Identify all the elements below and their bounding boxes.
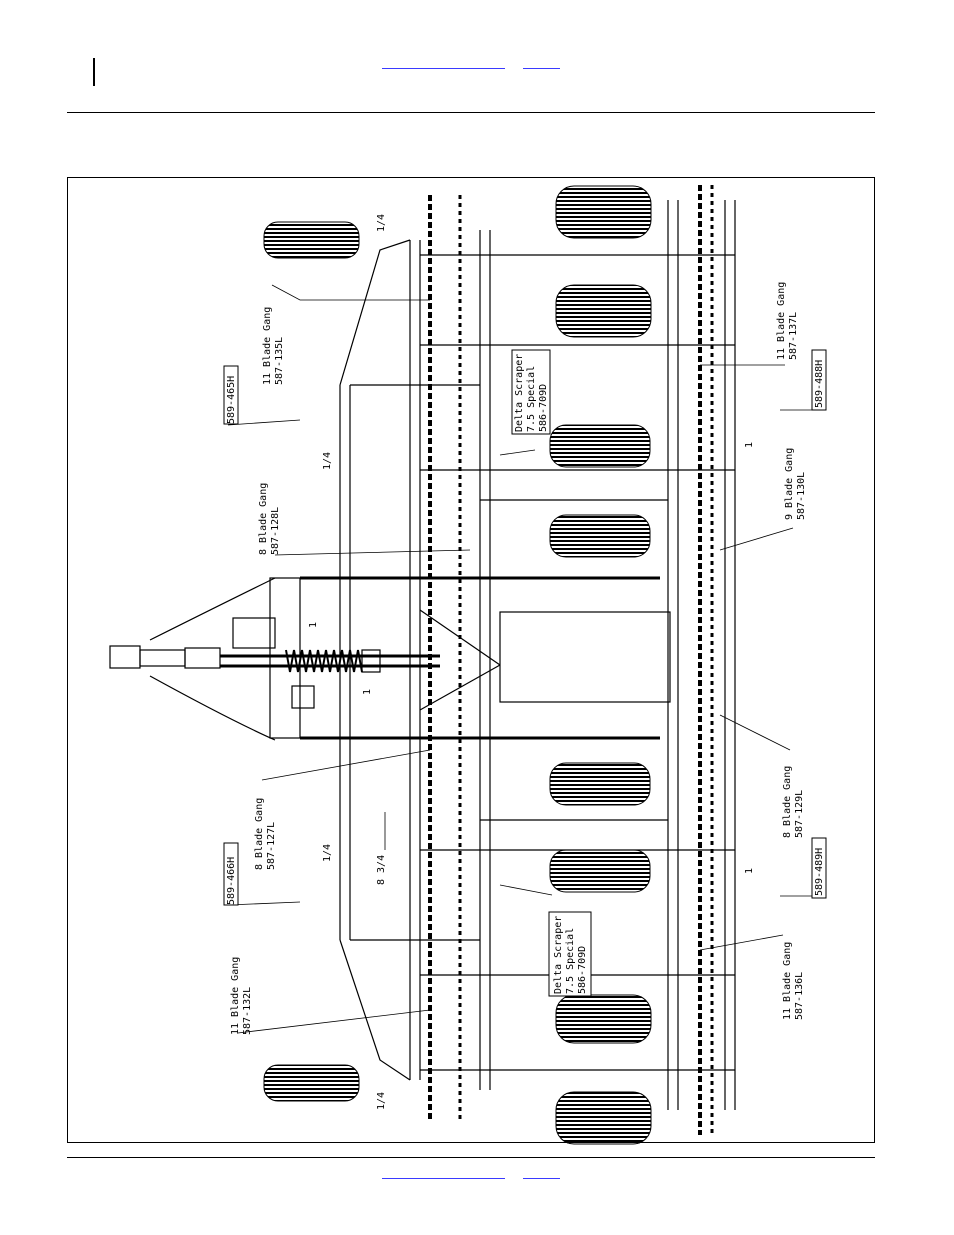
dim-one-hitch-top: 1 [308, 622, 319, 628]
footer-rule [67, 1157, 875, 1158]
gang-11-right-top-line2: 587-137L [788, 312, 799, 360]
dim-quarter-top-left: 1/4 [376, 214, 387, 232]
disc-gang-rows [428, 185, 714, 1135]
dim-quarter-mid-bottom: 1/4 [322, 844, 333, 862]
hitch-spring [285, 649, 381, 673]
rear-tire-8 [555, 1091, 652, 1145]
main-frame [300, 200, 736, 1110]
leader-lines [227, 284, 815, 1034]
scraper-top-line2: 7.5 Special [526, 366, 537, 432]
dim-quarter-mid-top: 1/4 [322, 452, 333, 470]
scraper-top-line1: Delta Scraper [514, 354, 525, 432]
gang-11-right-bottom-line1: 11 Blade Gang [782, 942, 793, 1020]
dim-one-hitch-bottom: 1 [362, 689, 373, 695]
gang-11-right-bottom-line2: 587-136L [794, 972, 805, 1020]
hitch-tongue [109, 577, 440, 741]
rear-tire-4 [549, 514, 651, 558]
gang-9-right-line1: 9 Blade Gang [784, 448, 795, 520]
header-rule [67, 112, 875, 113]
gauge-wheel-left-bottom [263, 1064, 360, 1102]
gauge-wheel-left-top [263, 221, 360, 259]
rear-tire-3 [549, 424, 651, 468]
gang-9-right-line2: 587-130L [796, 472, 807, 520]
dim-one-right-top: 1 [744, 442, 755, 448]
rear-tire-1 [555, 185, 652, 239]
rear-tire-2 [555, 284, 652, 338]
footer-nav-link-2[interactable] [523, 1168, 560, 1179]
scraper-bottom-line1: Delta Scraper [553, 916, 564, 994]
gang-11-left-bottom-line1: 11 Blade Gang [230, 957, 241, 1035]
header-margin-mark [93, 58, 95, 86]
scraper-top-line3: 586-709D [538, 384, 549, 432]
gang-11-left-top-line1: 11 Blade Gang [262, 307, 273, 385]
rear-tire-7 [555, 994, 652, 1044]
gang-8-left-bottom-line1: 8 Blade Gang [254, 798, 265, 870]
part-589-466h: 589-466H [226, 857, 237, 905]
scraper-bottom-line2: 7.5 Special [565, 928, 576, 994]
rear-tire-6 [549, 849, 651, 893]
gang-8-left-top-line2: 587-128L [270, 507, 281, 555]
gang-8-left-bottom-line2: 587-127L [266, 822, 277, 870]
dim-eight-three-quarter: 8 3/4 [376, 855, 387, 885]
dim-one-right-bottom: 1 [744, 868, 755, 874]
gang-11-right-top-line1: 11 Blade Gang [776, 282, 787, 360]
gang-8-right-line1: 8 Blade Gang [782, 766, 793, 838]
gang-11-left-bottom-line2: 587-132L [242, 987, 253, 1035]
rear-tire-5 [549, 762, 651, 806]
header-nav-link-2[interactable] [523, 58, 560, 69]
scraper-bottom-line3: 586-709D [577, 946, 588, 994]
header-nav-link-1[interactable] [382, 58, 505, 69]
part-589-489h: 589-489H [814, 848, 825, 896]
gang-8-left-top-line1: 8 Blade Gang [258, 483, 269, 555]
gang-8-right-line2: 587-129L [794, 790, 805, 838]
dim-quarter-bottom-left: 1/4 [376, 1092, 387, 1110]
part-boxes [223, 349, 827, 997]
gang-11-left-top-line2: 587-135L [274, 337, 285, 385]
footer-nav-link-1[interactable] [382, 1168, 505, 1179]
figure-frame [67, 177, 875, 1143]
part-589-465h: 589-465H [226, 376, 237, 424]
part-589-488h: 589-488H [814, 360, 825, 408]
